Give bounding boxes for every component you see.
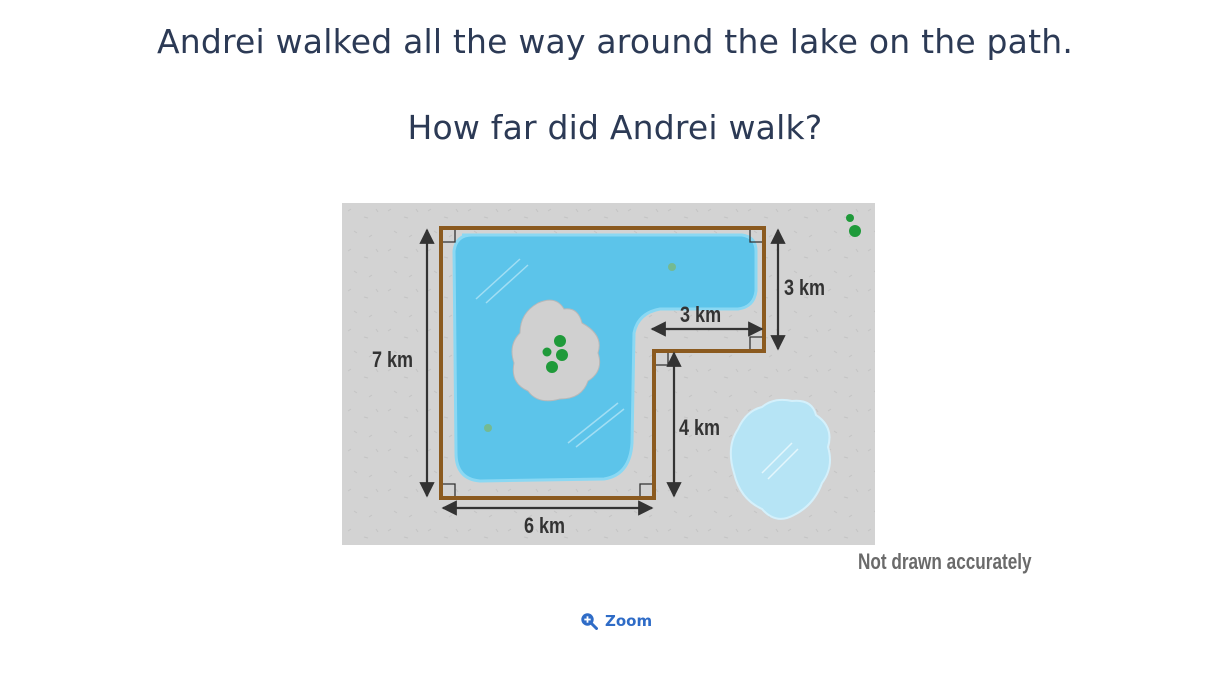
label-top-right-height: 3 km <box>784 276 825 300</box>
question-line-1: Andrei walked all the way around the lak… <box>156 22 1074 61</box>
zoom-button[interactable]: Zoom <box>580 612 652 630</box>
question-line-2: How far did Andrei walk? <box>407 108 823 147</box>
bush-icon <box>846 214 854 222</box>
main-lake <box>452 233 758 483</box>
label-notch-width: 3 km <box>680 303 721 327</box>
label-bottom-width: 6 km <box>524 514 565 538</box>
bush-icon <box>849 225 861 237</box>
island-trees-icon <box>542 335 568 373</box>
label-left-height: 7 km <box>372 348 413 372</box>
zoom-label: Zoom <box>605 612 653 630</box>
lily-pad-icon <box>484 424 492 432</box>
lily-pad-icon <box>668 263 676 271</box>
label-inner-height: 4 km <box>679 416 720 440</box>
small-pond <box>729 398 831 520</box>
not-drawn-accurately-note: Not drawn accurately <box>858 549 1032 574</box>
zoom-in-icon <box>580 612 598 630</box>
lake-path-diagram: 7 km 6 km 3 km 3 km 4 km <box>342 203 875 545</box>
island <box>511 299 601 402</box>
walking-path <box>439 226 766 500</box>
